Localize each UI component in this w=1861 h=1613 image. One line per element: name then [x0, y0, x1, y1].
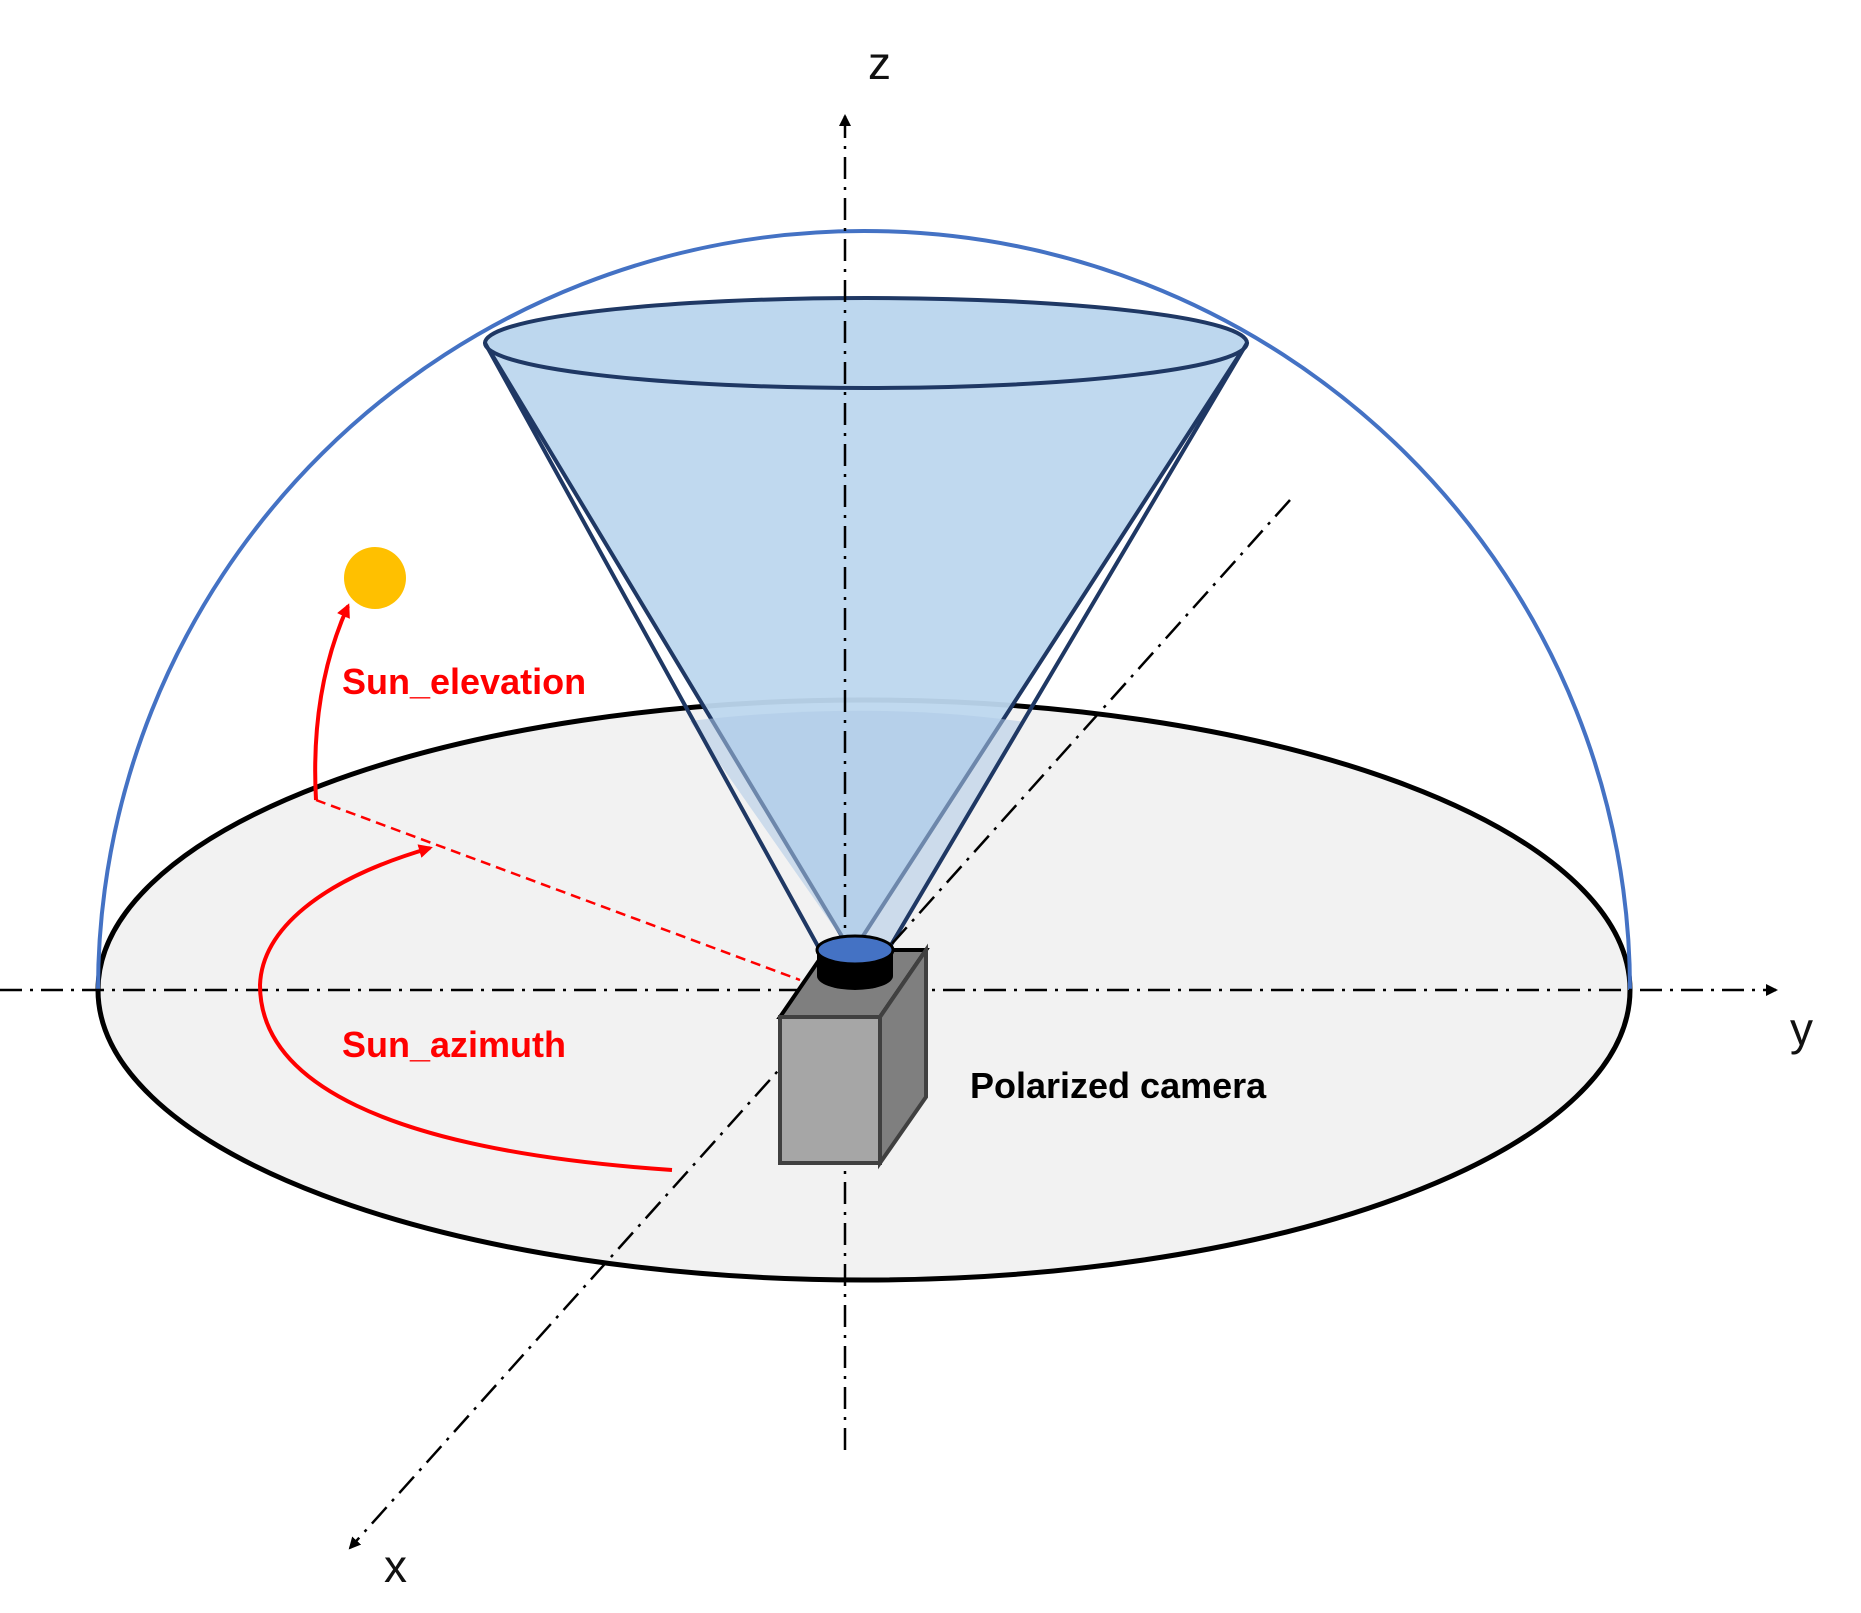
y-axis-label: y	[1790, 1003, 1813, 1055]
sun-elevation-arrow	[313, 603, 350, 801]
x-axis-label: x	[384, 1540, 407, 1592]
fov-cone-edges	[483, 341, 1249, 952]
sun-icon	[344, 547, 406, 609]
camera-label: Polarized camera	[970, 1065, 1267, 1106]
sun-azimuth-label: Sun_azimuth	[342, 1024, 566, 1065]
z-axis-label: z	[868, 37, 891, 89]
sun-elevation-label: Sun_elevation	[342, 661, 586, 702]
sun-projection-line	[315, 798, 801, 982]
fov-cone-lower	[690, 710, 1025, 953]
polarized-camera-icon	[776, 934, 930, 1170]
sky-dome	[96, 229, 1632, 991]
sun-azimuth-arrow	[257, 844, 673, 1172]
fov-cone-rim	[483, 296, 1249, 390]
